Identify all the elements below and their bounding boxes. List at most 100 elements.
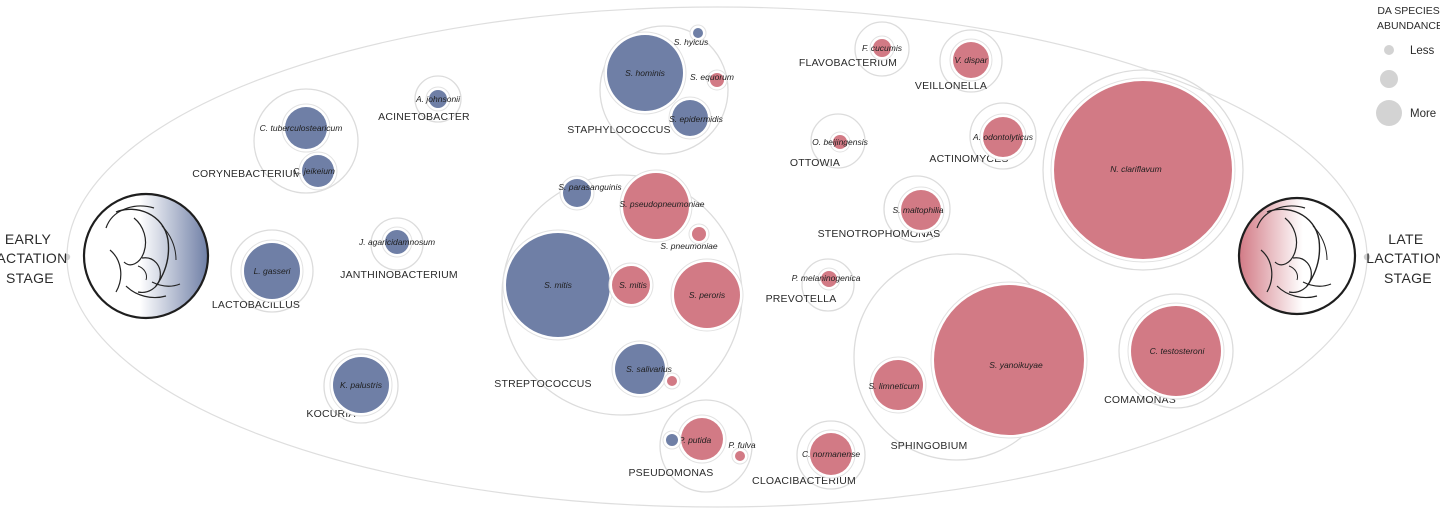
species-bubble-a-johnsonii — [429, 90, 447, 108]
legend-dot-less — [1384, 45, 1394, 55]
species-bubble-p-putida — [681, 418, 723, 460]
genus-outline-janthinobacterium — [370, 217, 424, 271]
species-bubble-f-cucumis — [873, 39, 891, 57]
genus-outline-prevotella — [801, 258, 855, 312]
species-label-s-limneticum: S. limneticum — [868, 381, 919, 391]
species-bubble-s-equorum — [710, 73, 724, 87]
early-stage-label: EARLY LACTATION STAGE — [0, 231, 72, 286]
genus-label-acinetobacter: ACINETOBACTER — [378, 111, 470, 123]
legend-label-less: Less — [1410, 45, 1435, 57]
legend-title: DA SPECIES ABUNDANCE — [1377, 5, 1440, 32]
species-bubble-k-palustris — [333, 357, 389, 413]
species-bubble-streptococcus-7 — [667, 376, 677, 386]
early-stage-marker — [63, 253, 71, 261]
species-bubble-s-epidermidis — [672, 100, 708, 136]
species-bubble-s-parasanguinis — [563, 179, 591, 207]
genus-outline-acinetobacter — [414, 75, 462, 123]
early-stage-icon — [82, 192, 210, 320]
genus-sphingobium: SPHINGOBIUM S. yanoikuyae S. limneticum — [853, 253, 1088, 461]
species-label-n-clariflavum: N. clariflavum — [1110, 164, 1161, 174]
genus-outline-lactobacillus — [230, 229, 314, 313]
legend-dot-more — [1376, 100, 1402, 126]
species-label-s-pneumoniae: S. pneumoniae — [660, 241, 717, 251]
genus-outline-stenotrophomonas — [883, 175, 951, 243]
genus-label-kocuria: KOCURIA — [306, 408, 355, 420]
species-bubble-s-limneticum — [873, 360, 923, 410]
genus-label-flavobacterium: FLAVOBACTERIUM — [799, 57, 897, 69]
genus-label-stenotrophomonas: STENOTROPHOMONAS — [818, 228, 941, 240]
species-bubble-s-pneumoniae — [692, 227, 706, 241]
late-stage-marker — [1363, 253, 1371, 261]
species-label-s-mitis: S. mitis — [619, 280, 648, 290]
genus-label-prevotella: PREVOTELLA — [766, 293, 837, 305]
legend-label-more: More — [1410, 108, 1436, 120]
species-label-o-beijingensis: O. beijingensis — [812, 137, 869, 147]
species-label-p-melaninogenica: P. melaninogenica — [792, 273, 861, 283]
species-label-j-agaricidamnosum: J. agaricidamnosum — [358, 237, 435, 247]
genus-label-staphylococcus: STAPHYLOCOCCUS — [567, 124, 671, 136]
species-label-s-peroris: S. peroris — [689, 290, 726, 300]
species-label-s-yanoikuyae: S. yanoikuyae — [989, 360, 1043, 370]
genus-outline-novosphingobium — [1042, 69, 1244, 271]
genus-label-cloacibacterium: CLOACIBACTERIUM — [752, 475, 856, 487]
species-bubble-j-agaricidamnosum — [385, 230, 409, 254]
species-bubble-s-mitis — [612, 266, 650, 304]
species-label-c-tuberculostearicum: C. tuberculostearicum — [260, 123, 343, 133]
genus-outline-kocuria — [323, 348, 399, 424]
species-bubble-p-fulva — [735, 451, 745, 461]
genus-label-actinomyces: ACTINOMYCES — [929, 153, 1008, 165]
species-label-s-mitis: S. mitis — [544, 280, 573, 290]
abundance-legend: DA SPECIES ABUNDANCE Less More — [1376, 5, 1440, 126]
genus-label-janthinobacterium: JANTHINOBACTERIUM — [340, 269, 458, 281]
species-label-a-johnsonii: A. johnsonii — [415, 94, 461, 104]
species-label-c-normanense: C. normanense — [802, 449, 860, 459]
species-bubble-o-beijingensis — [833, 135, 847, 149]
species-bubble-s-hyicus — [693, 28, 703, 38]
species-label-s-pseudopneumoniae: S. pseudopneumoniae — [619, 199, 704, 209]
species-label-v-dispar: V. dispar — [955, 55, 989, 65]
genus-kocuria: KOCURIA K. palustris — [306, 348, 399, 424]
genus-acinetobacter: ACINETOBACTER A. johnsonii — [378, 75, 470, 123]
species-bubble-c-tuberculostearicum — [285, 107, 327, 149]
species-label-s-hominis: S. hominis — [625, 68, 665, 78]
genus-prevotella: PREVOTELLA P. melaninogenica — [766, 258, 861, 312]
genus-label-sphingobium: SPHINGOBIUM — [891, 440, 968, 452]
genus-label-lactobacillus: LACTOBACILLUS — [212, 299, 300, 311]
species-label-s-epidermidis: S. epidermidis — [669, 114, 724, 124]
genus-label-ottowia: OTTOWIA — [790, 157, 840, 169]
genus-label-streptococcus: STREPTOCOCCUS — [494, 378, 592, 390]
species-label-s-equorum: S. equorum — [690, 72, 734, 82]
species-bubble-c-normanense — [810, 433, 852, 475]
genus-outline-staphylococcus — [599, 25, 729, 155]
genus-novosphingobium: NOVOSPHINGOBIUMN. clariflavum — [1042, 69, 1244, 271]
species-label-s-salivarius: S. salivarius — [626, 364, 673, 374]
species-bubble-s-mitis — [506, 233, 610, 337]
genus-label-pseudomonas: PSEUDOMONAS — [628, 467, 713, 479]
genus-lactobacillus: LACTOBACILLUS L. gasseri — [212, 229, 314, 313]
species-bubble-p-melaninogenica — [821, 271, 837, 287]
species-bubble-v-dispar — [953, 42, 989, 78]
genus-outline-actinomyces — [969, 102, 1037, 170]
species-bubble-l-gasseri — [244, 243, 300, 299]
species-label-k-palustris: K. palustris — [340, 380, 383, 390]
species-label-a-odontolyticus: A. odontolyticus — [972, 132, 1034, 142]
species-label-l-gasseri: L. gasseri — [254, 266, 292, 276]
species-bubble-s-yanoikuyae — [934, 285, 1084, 435]
species-bubble-s-pseudopneumoniae — [623, 173, 689, 239]
genus-outline-veillonella — [939, 29, 1003, 93]
species-bubble-s-hominis — [607, 35, 683, 111]
genus-label-comamonas: COMAMONAS — [1104, 394, 1176, 406]
species-bubble-s-maltophilia — [901, 190, 941, 230]
genus-outline-ottowia — [810, 113, 866, 169]
species-label-p-putida: P. putida — [679, 435, 712, 445]
species-label-f-cucumis: F. cucumis — [862, 43, 903, 53]
late-stage-label: LATE LACTATION STAGE — [1366, 231, 1440, 286]
